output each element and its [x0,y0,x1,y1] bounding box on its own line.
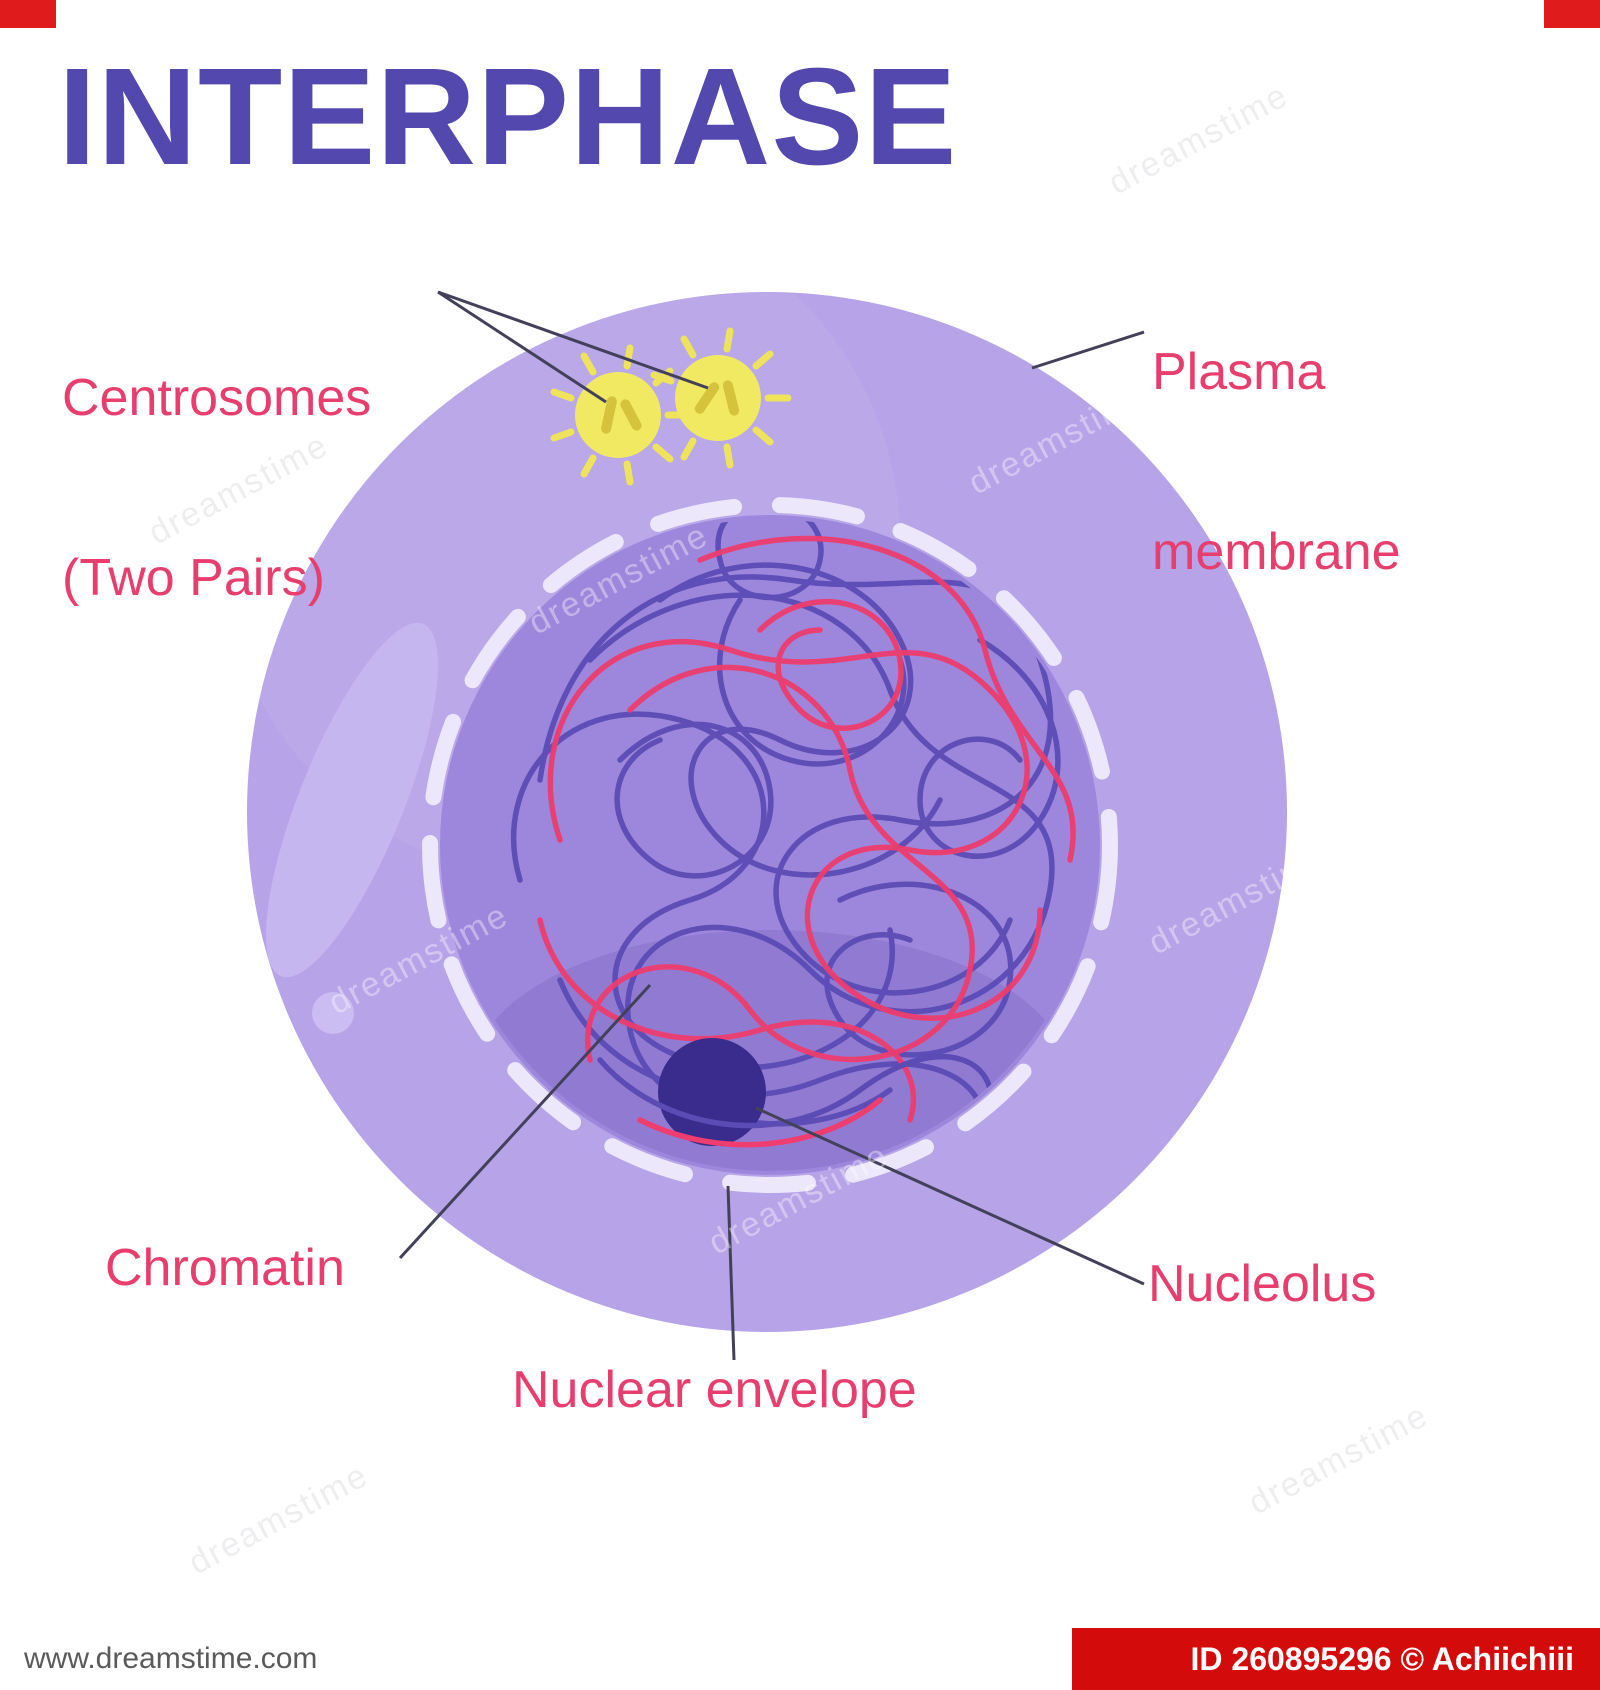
chromatin-strands [510,519,1076,1143]
leader-line-nucleolus [755,1106,1145,1286]
leader-line-centrosome-right [437,290,709,390]
nucleolus-body [658,1038,766,1146]
label-centrosomes: Centrosomes (Two Pairs) [62,248,371,728]
image-credit-text: ID 260895296 © Achiichiii [1190,1640,1574,1677]
top-left-red-chip [0,0,56,28]
top-right-red-chip [1544,0,1600,28]
centrosome-right-icon [650,327,792,469]
label-centrosomes-line1: Centrosomes [62,369,372,427]
page-title: INTERPHASE [58,40,958,194]
image-credit-bar: ID 260895296 © Achiichiii [1072,1628,1600,1690]
label-nucleolus: Nucleolus [1148,1255,1377,1313]
chromatin-over-nucleolus [597,1053,994,1148]
label-plasma-line1: Plasma [1152,343,1326,401]
label-centrosomes-line2: (Two Pairs) [62,549,325,607]
leader-line-nuclear-envelope [726,1185,736,1361]
label-plasma-line2: membrane [1152,523,1401,581]
nuclear-envelope-dashed-ring [422,497,1118,1193]
label-chromatin: Chromatin [105,1239,345,1297]
leader-line-chromatin [398,983,652,1260]
watermark-site-url: www.dreamstime.com [24,1642,318,1675]
label-plasma-membrane: Plasma membrane [1152,222,1401,702]
label-nuclear-envelope: Nuclear envelope [512,1361,917,1419]
leader-lines [398,290,1145,1361]
leader-line-plasma-membrane [1031,330,1145,370]
centrosome-left-icon [550,344,692,486]
leader-line-centrosome-left [437,290,607,404]
